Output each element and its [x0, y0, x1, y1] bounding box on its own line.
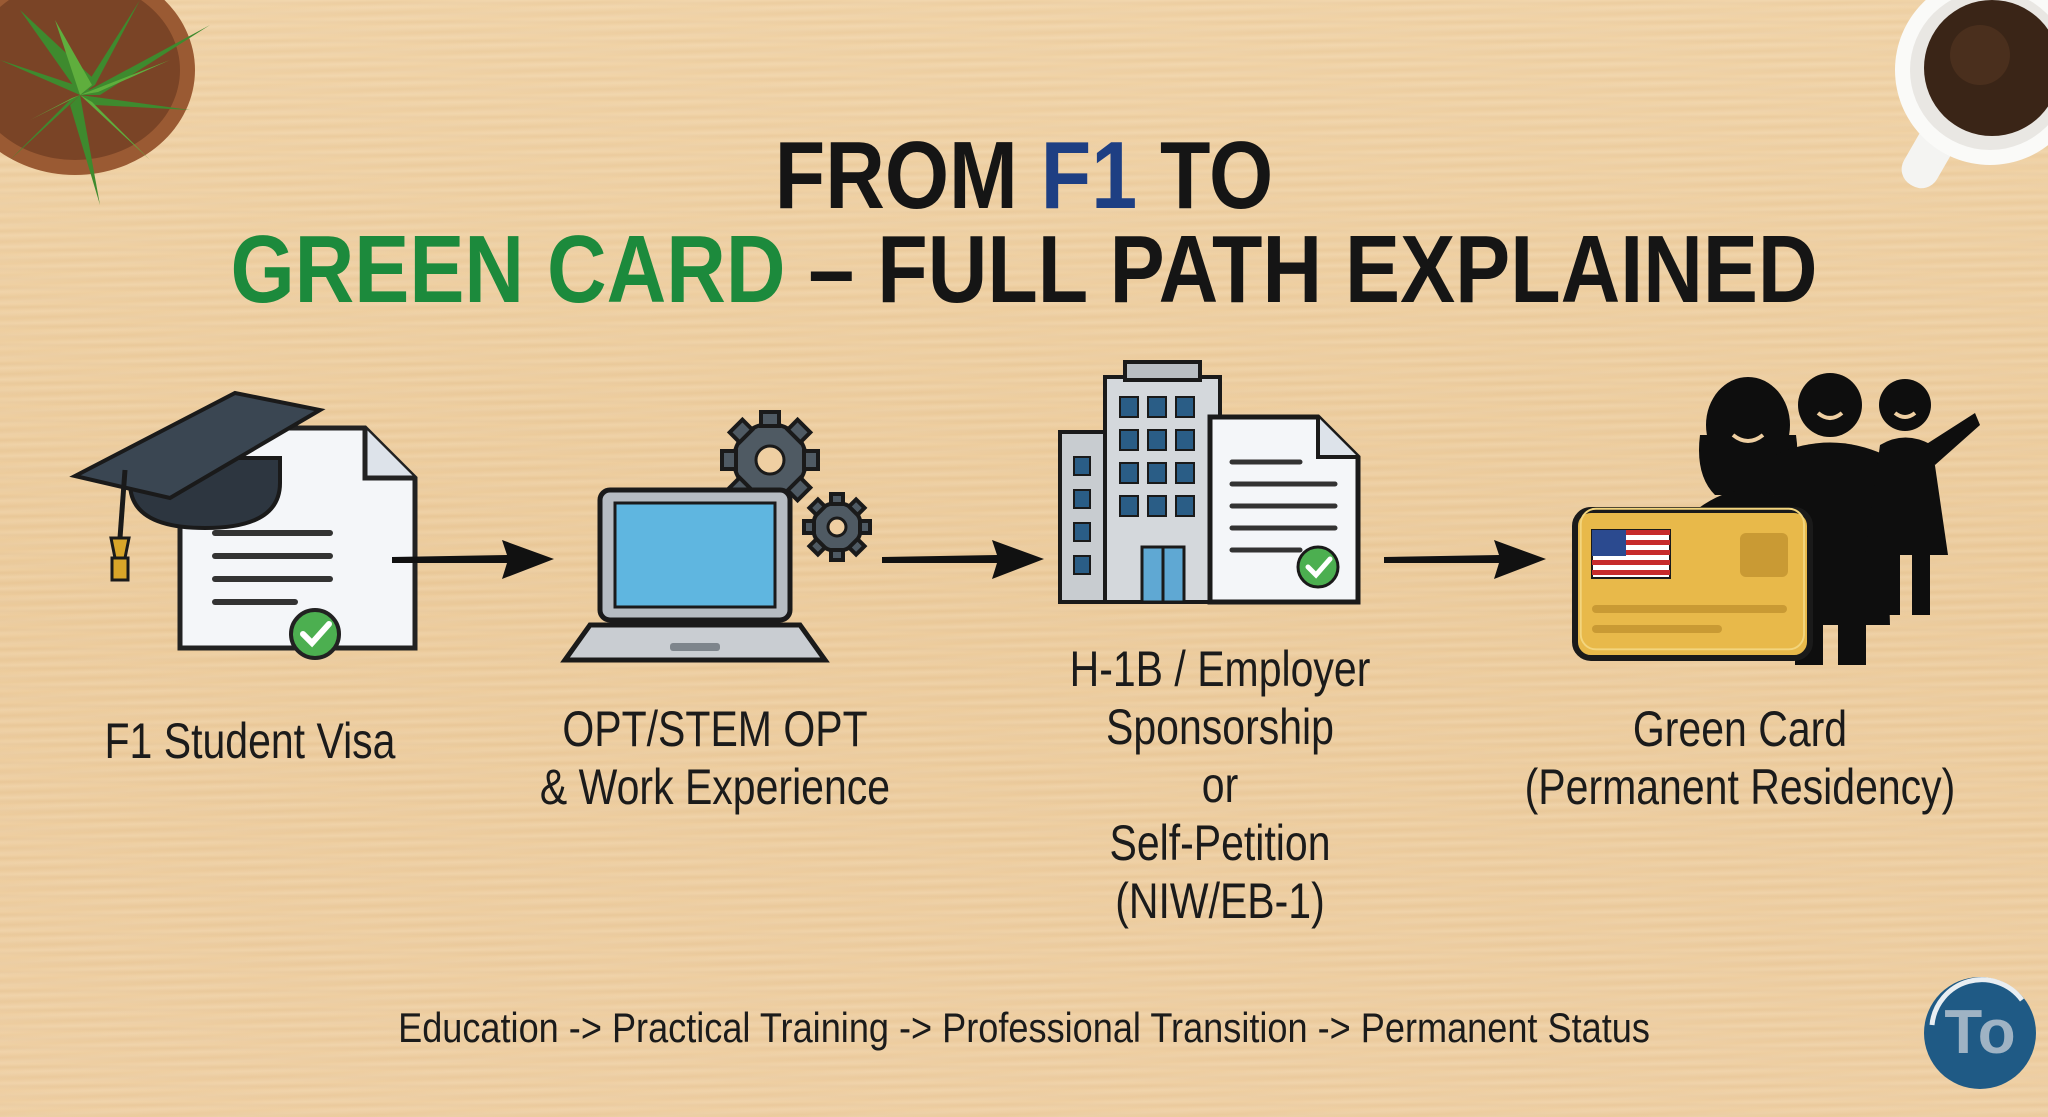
- step-label-opt: OPT/STEM OPT & Work Experience: [539, 701, 891, 815]
- arrow-right-icon: [392, 540, 554, 579]
- title-line-1: FROM F1 TO: [774, 122, 1274, 229]
- laptop-gears-icon: [560, 410, 872, 663]
- path-summary: Education -> Practical Training -> Profe…: [398, 1004, 1650, 1051]
- step-label-green-card: Green Card (Permanent Residency): [1524, 701, 1956, 815]
- green-card-family-icon: [1572, 373, 1980, 665]
- coffee-cup-icon: [1895, 0, 2048, 189]
- office-building-document-icon: [1058, 360, 1361, 605]
- title-line-2: GREEN CARD – FULL PATH EXPLAINED: [230, 216, 1818, 323]
- graduation-cap-document-icon: [69, 390, 418, 660]
- logo-badge: To: [1922, 975, 2038, 1091]
- plant-icon: [0, 0, 210, 205]
- logo-ring-icon: [1924, 977, 2036, 1089]
- step-label-h1b-sponsorship: H-1B / Employer Sponsorship or Self-Peti…: [1069, 641, 1371, 929]
- arrow-right-icon: [1384, 540, 1546, 579]
- title-accent-green-card: GREEN CARD: [230, 216, 786, 323]
- title-accent-f1: F1: [1040, 122, 1138, 229]
- logo-text: To: [1944, 998, 2016, 1067]
- step-label-f1-student-visa: F1 Student Visa: [104, 713, 396, 769]
- arrow-right-icon: [882, 540, 1044, 579]
